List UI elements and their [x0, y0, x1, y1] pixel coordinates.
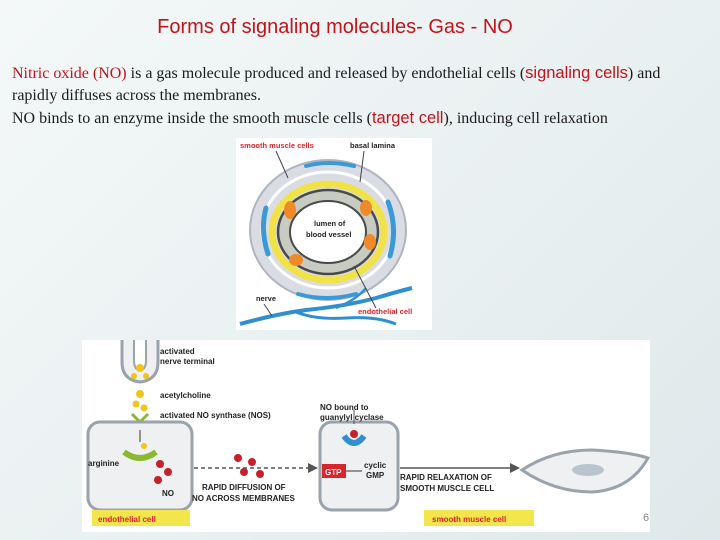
paragraph-2-end: ), inducing cell relaxation: [443, 110, 608, 127]
no-pathway-illustration: activated nerve terminal acetylcholine a…: [86, 340, 651, 526]
slide-body: Nitric oxide (NO) is a gas molecule prod…: [12, 62, 702, 130]
acetylcholine-molecule: [141, 443, 147, 449]
label-no-bound-line2: guanylyl cyclase: [320, 413, 384, 422]
label-no: NO: [162, 489, 174, 498]
no-molecule: [154, 476, 162, 484]
label-relax-line2: SMOOTH MUSCLE CELL: [400, 484, 494, 493]
endothelial-nucleus: [284, 201, 296, 219]
acetylcholine-molecule: [140, 404, 148, 412]
nerve-fiber: [335, 287, 367, 310]
label-leader: [353, 265, 377, 309]
label-relax-line1: RAPID RELAXATION OF: [400, 473, 492, 482]
nos-enzyme: [122, 449, 158, 461]
label-leader: [263, 303, 273, 317]
label-nerve: nerve: [256, 294, 276, 303]
nerve-fiber: [295, 310, 397, 326]
emph-target-cell: target cell: [371, 109, 444, 127]
vesicle: [131, 373, 137, 379]
label-smooth-muscle-cells: smooth muscle cells: [240, 141, 314, 150]
label-no-bound-line1: NO bound to: [320, 403, 369, 412]
label-nerve-line2: nerve terminal: [160, 357, 215, 366]
label-diffusion-line2: NO ACROSS MEMBRANES: [192, 494, 295, 503]
no-molecule: [234, 454, 242, 462]
label-endothelial-cell: endothelial cell: [98, 515, 156, 524]
label-smooth-muscle-cell: smooth muscle cell: [432, 515, 506, 524]
smooth-muscle-cell-shape: [318, 420, 400, 512]
basal-lamina-ring: [268, 180, 388, 284]
arrowhead: [510, 463, 520, 473]
vesicle: [143, 373, 149, 379]
label-diffusion-line1: RAPID DIFFUSION OF: [202, 483, 286, 492]
muscle-cell-nucleus: [304, 161, 356, 168]
label-cgmp-line2: GMP: [366, 471, 385, 480]
blood-vessel-figure: smooth muscle cells basal lamina lumen o…: [236, 138, 432, 330]
no-molecule: [164, 468, 172, 476]
endothelial-nucleus: [364, 234, 376, 250]
vessel-lumen: [289, 200, 367, 264]
label-bar-endothelial: [92, 510, 190, 526]
muscle-cell-nucleus: [296, 292, 358, 300]
label-bar-smooth-muscle: [424, 510, 534, 526]
emph-signaling-cells: signaling cells: [525, 64, 628, 82]
muscle-cell-nucleus: [385, 199, 396, 259]
label-nos: activated NO synthase (NOS): [160, 411, 271, 420]
label-cgmp-line1: cyclic: [364, 461, 387, 470]
no-pathway-figure: activated nerve terminal acetylcholine a…: [82, 340, 651, 532]
label-acetylcholine: acetylcholine: [160, 391, 211, 400]
no-molecule: [248, 458, 256, 466]
label-nerve-line1: activated: [160, 347, 195, 356]
paragraph-1-end: ) and rapidly diffuses across the membra…: [12, 65, 661, 104]
arrowhead: [308, 463, 318, 473]
label-gtp: GTP: [325, 468, 342, 477]
acetylcholine-molecule: [136, 390, 144, 398]
muscle-cell-nucleus: [260, 205, 271, 257]
acetylcholine-molecule: [132, 400, 140, 408]
gtp-box: [322, 464, 346, 478]
no-molecule: [256, 470, 264, 478]
endothelial-nucleus: [360, 200, 372, 216]
label-endothelial-cell: endothelial cell: [358, 307, 412, 316]
slide-title: Forms of signaling molecules- Gas - NO: [157, 16, 513, 38]
vesicle: [136, 364, 144, 372]
no-molecule: [350, 430, 358, 438]
paragraph-2-text: NO binds to an enzyme inside the smooth …: [12, 110, 372, 127]
page-number: 6: [643, 512, 650, 524]
endothelial-nucleus: [289, 254, 303, 266]
label-lumen-line2: blood vessel: [306, 230, 351, 239]
label-leader: [275, 150, 289, 179]
guanylyl-cyclase: [341, 434, 367, 446]
label-basal-lamina: basal lamina: [350, 141, 396, 150]
blood-vessel-illustration: smooth muscle cells basal lamina lumen o…: [239, 141, 413, 326]
no-molecule: [156, 460, 164, 468]
term-nitric-oxide: Nitric oxide (NO): [12, 65, 127, 82]
label-leader: [359, 150, 365, 183]
label-lumen-line1: lumen of: [314, 219, 346, 228]
cell-nucleus: [572, 464, 604, 476]
label-arginine: arginine: [88, 459, 120, 468]
paragraph-1-text: is a gas molecule produced and released …: [126, 65, 526, 82]
no-molecule: [240, 468, 248, 476]
